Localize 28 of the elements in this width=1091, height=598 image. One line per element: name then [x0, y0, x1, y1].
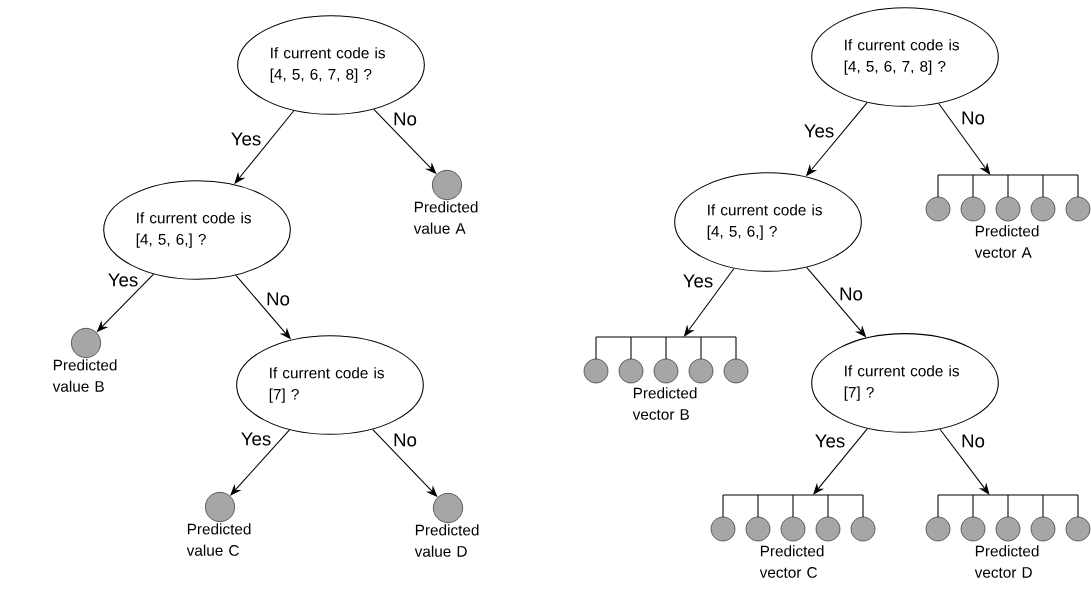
leaf-caption: Predicted value C	[186, 523, 251, 556]
edge-label: No	[959, 110, 987, 126]
leaf-caption: Predicted value A	[413, 201, 478, 234]
leaf-caption: Predicted value D	[414, 524, 479, 557]
edge-label: No	[391, 432, 419, 448]
bead-vector-drawing	[710, 494, 876, 542]
edge-label: No	[837, 286, 865, 302]
edge-label: Yes	[802, 123, 836, 139]
edge-label: Yes	[813, 433, 847, 449]
leaf-circle	[71, 328, 101, 358]
arrow	[938, 103, 991, 175]
leaf-caption: Predicted vector C	[759, 545, 824, 578]
leaf-caption: Predicted vector A	[974, 225, 1039, 258]
leaf-caption: Predicted value B	[52, 359, 117, 392]
leaf-circle	[433, 493, 463, 523]
bead-vector-drawing	[925, 174, 1091, 222]
edge-label: Yes	[229, 131, 263, 147]
leaf-circle	[205, 492, 235, 522]
edge-label: No	[959, 433, 987, 449]
leaf-caption: Predicted vector D	[974, 545, 1039, 578]
leaf-caption: Predicted vector B	[632, 387, 697, 420]
arrow	[939, 428, 990, 495]
leaf-circle	[432, 170, 462, 200]
bead-vector-drawing	[925, 494, 1091, 542]
arrow	[230, 429, 290, 496]
bead-vector-drawing	[583, 336, 749, 384]
edge-label: Yes	[681, 273, 715, 289]
edge-label: No	[264, 291, 292, 307]
